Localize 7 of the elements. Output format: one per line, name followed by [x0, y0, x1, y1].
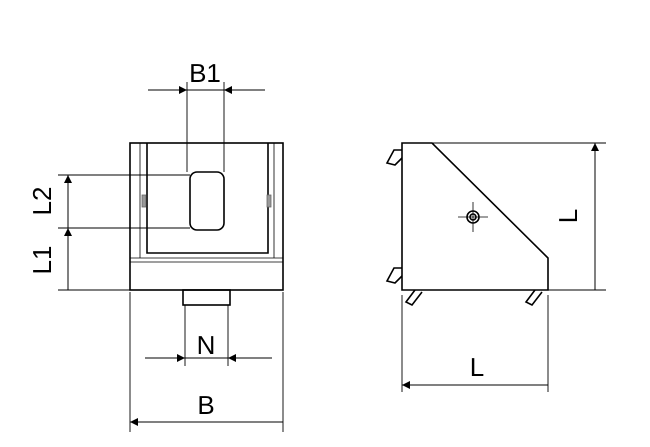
dimension-label: N [196, 332, 216, 358]
dimension-label: B1 [189, 60, 221, 86]
dimension-label: B [197, 392, 215, 418]
dimension-label: L [555, 208, 581, 224]
dimension-label: L [470, 354, 484, 380]
dimension-label: L1 [29, 246, 55, 274]
dimension-label: L2 [29, 186, 55, 216]
